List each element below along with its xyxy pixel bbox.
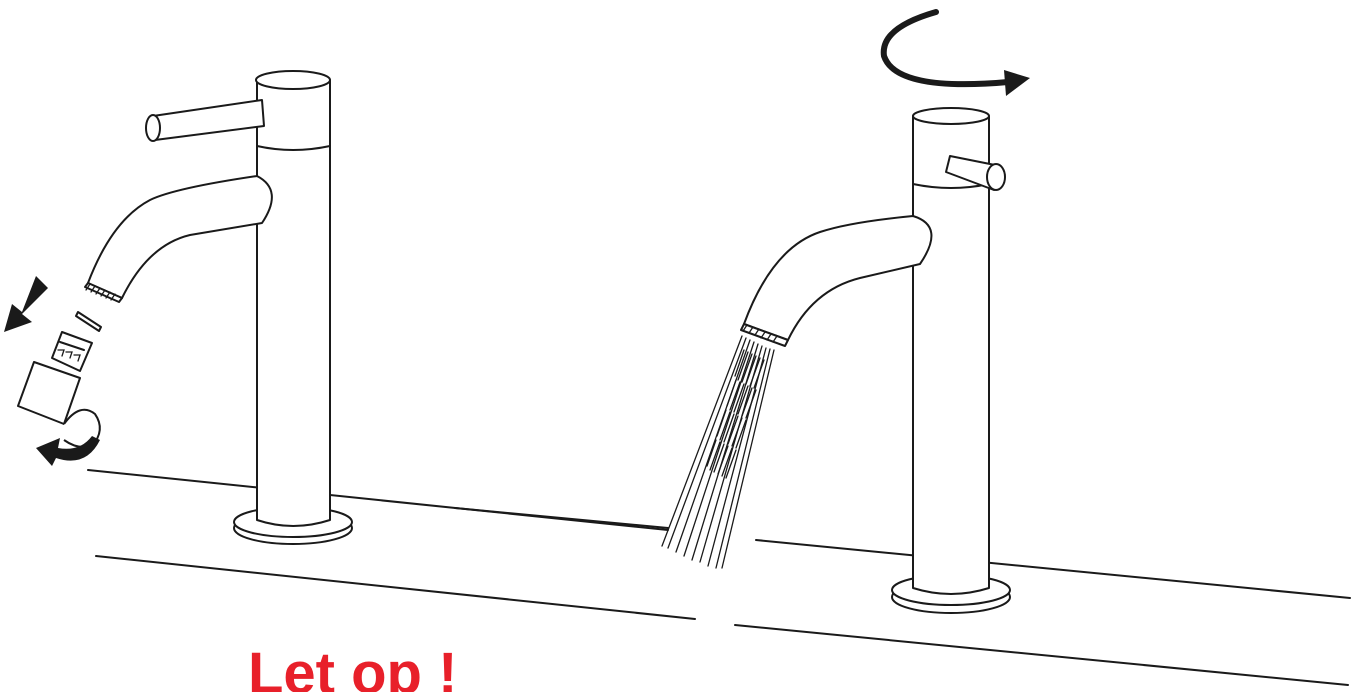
rotate-arrow-icon: [884, 12, 1030, 96]
right-faucet: [741, 108, 1010, 613]
warning-text: Let op !: [248, 640, 457, 692]
arrow-down-left-icon: [4, 276, 48, 332]
aerator-parts: [18, 312, 101, 447]
water-spray: [662, 336, 774, 568]
